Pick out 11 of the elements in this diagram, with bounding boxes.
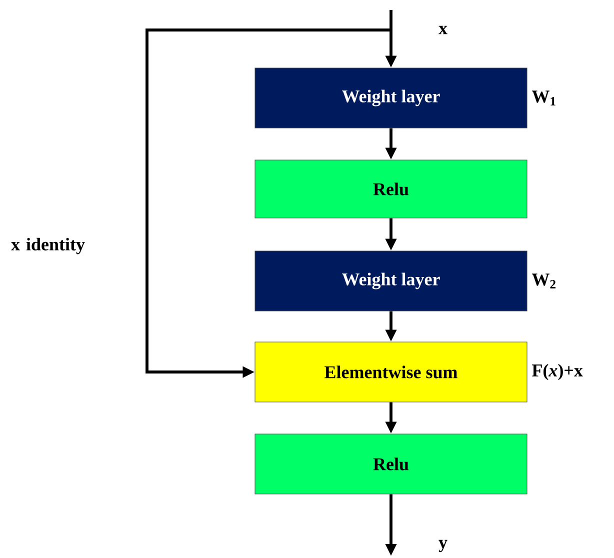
edge-label: x identity — [11, 238, 85, 254]
sum-box: Elementwise sum — [254, 342, 528, 402]
layer-box: Weight layer — [254, 68, 528, 128]
layer-box: Weight layer — [254, 250, 528, 312]
weight-label: W$_{2}$ — [532, 274, 556, 288]
edge-label: x — [438, 26, 448, 34]
weight-label: W$_{1}$ — [532, 90, 556, 106]
activation-box: Relu — [254, 434, 528, 494]
edge-label: y — [438, 540, 448, 552]
weight-label: F(x)+x — [532, 364, 583, 380]
activation-box: Relu — [254, 160, 528, 218]
